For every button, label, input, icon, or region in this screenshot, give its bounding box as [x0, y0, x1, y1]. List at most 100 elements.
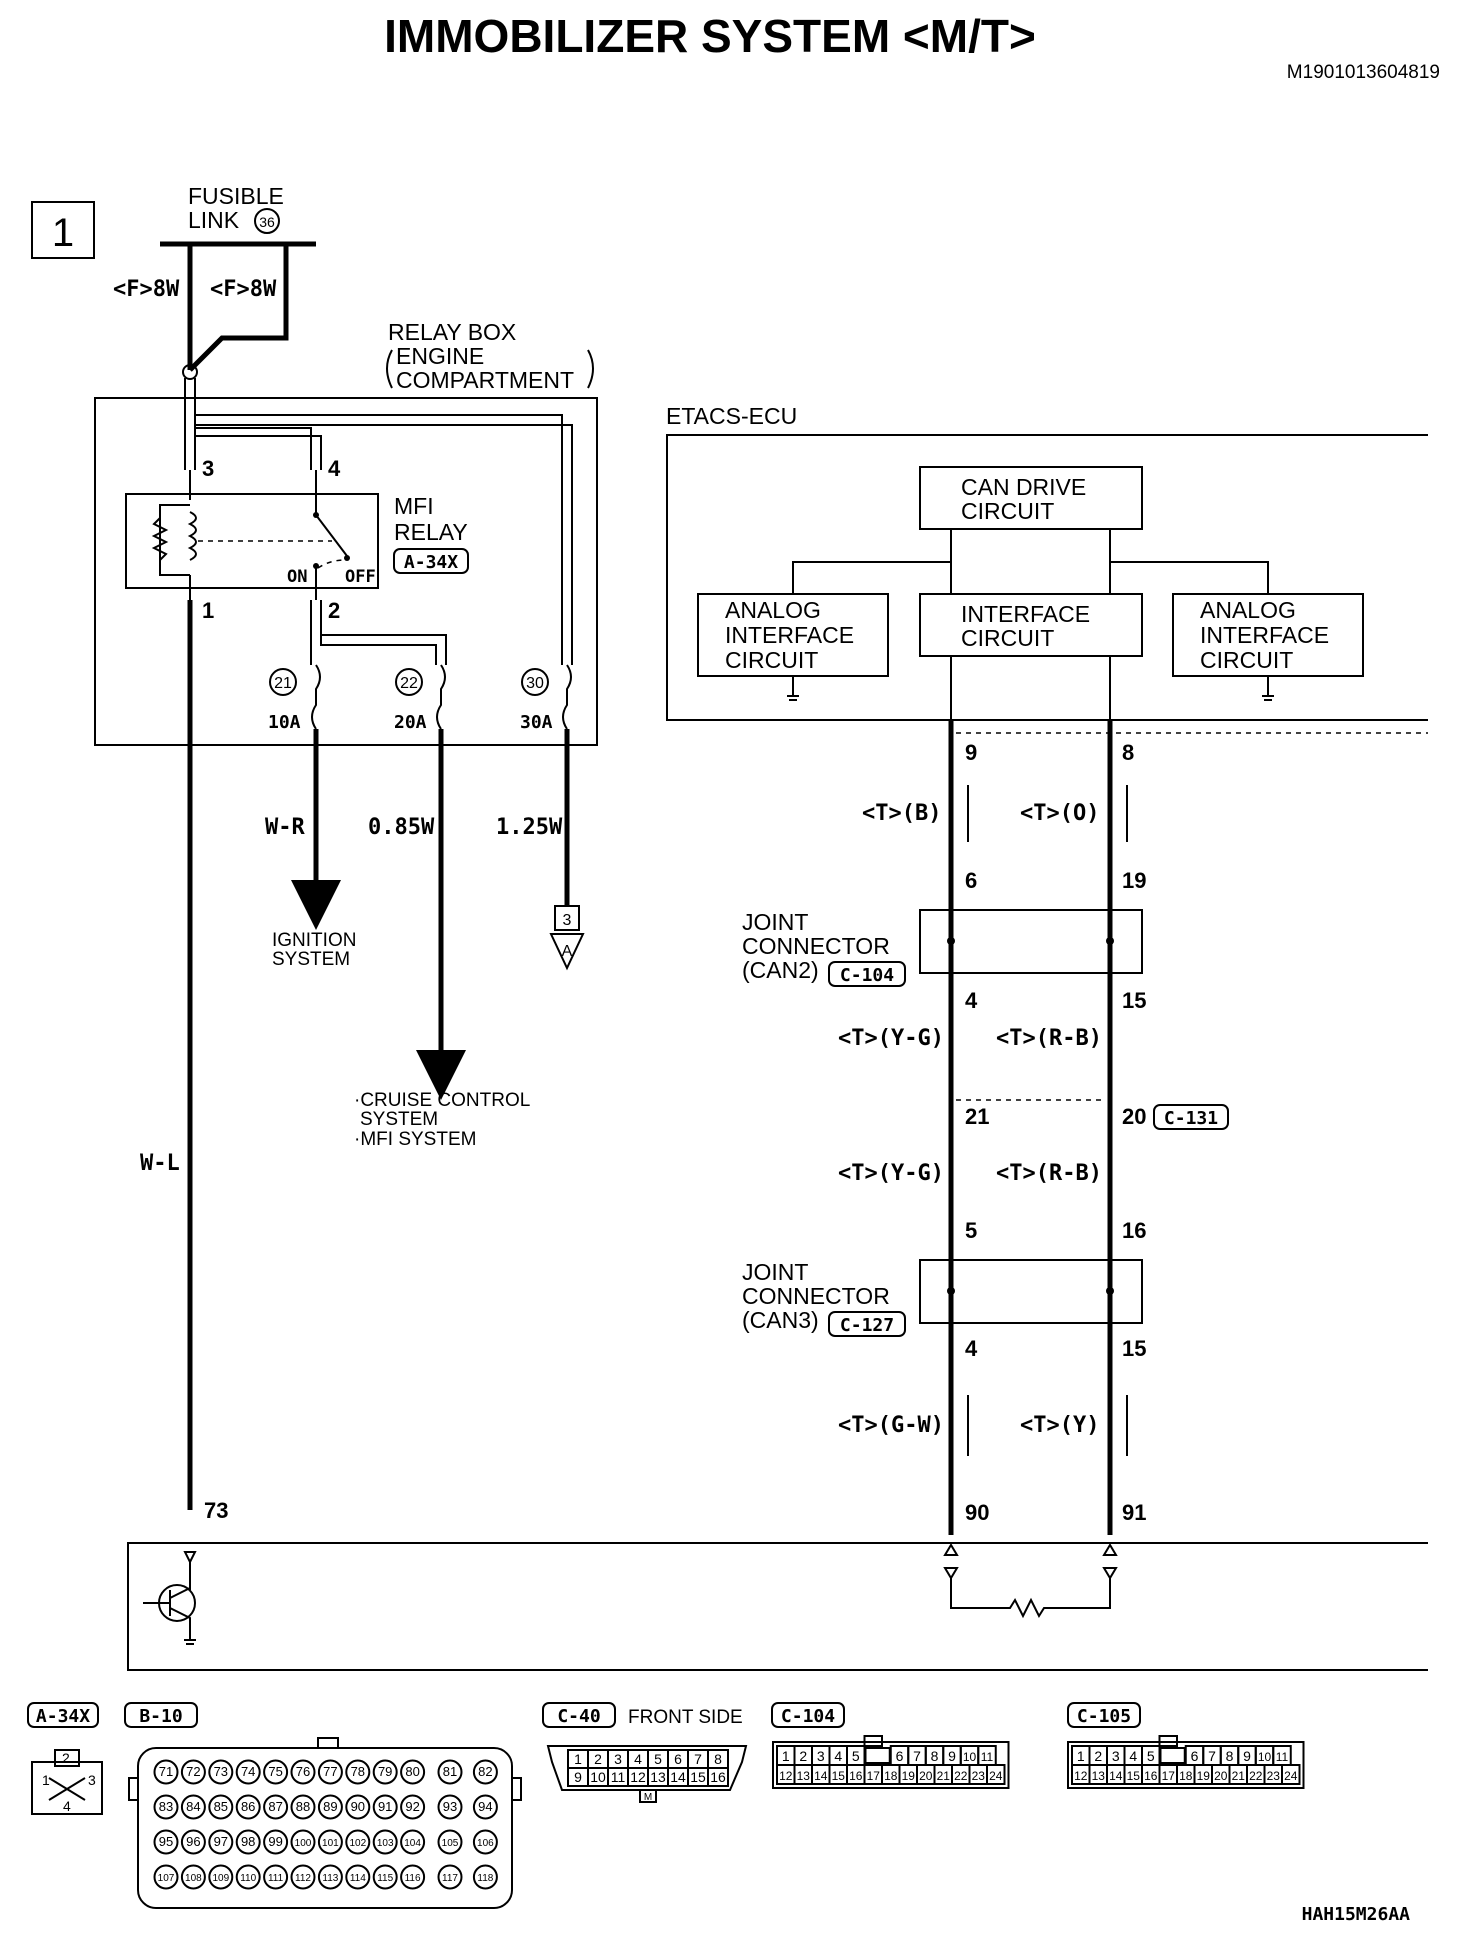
ground-left	[787, 676, 799, 701]
transistor-ground	[184, 1639, 196, 1645]
jc3-node-l	[947, 1287, 955, 1295]
b10-pin-circle	[208, 1829, 234, 1855]
b10-pin-label: 79	[378, 1764, 392, 1779]
relay-pin-1: 1	[202, 598, 214, 623]
b10-pin-label: 98	[241, 1834, 255, 1849]
b10-pin-label: 108	[185, 1873, 202, 1884]
fuse-30-circle	[521, 668, 549, 696]
c105-pins-pin-label: 9	[1243, 1748, 1251, 1764]
fusible-link-number: 36	[259, 214, 275, 230]
relay-switch-arm	[315, 514, 348, 557]
b10-pin-label: 101	[322, 1838, 339, 1849]
b10-pin-label: 91	[378, 1799, 392, 1814]
c104-name-box	[771, 1702, 845, 1728]
c104-pins-pin-label: 22	[954, 1769, 968, 1783]
document-id: M1901013604819	[1287, 62, 1440, 83]
jc2-label-2: CONNECTOR	[742, 933, 890, 959]
c104-pins-pin-label: 1	[782, 1748, 790, 1764]
can-pin-9: 9	[965, 740, 977, 765]
ecu-pin-73: 73	[204, 1498, 228, 1523]
etacs-label: ETACS-ECU	[666, 403, 797, 429]
c40-pin-label: 3	[614, 1751, 622, 1767]
c105-pins-pin-label: 17	[1162, 1769, 1176, 1783]
c105-pins-pin-label: 13	[1092, 1769, 1106, 1783]
paren-right	[587, 349, 594, 389]
b10-pin-circle	[153, 1864, 179, 1890]
b10-pin-circle	[235, 1759, 261, 1785]
b10-pin-label: 86	[241, 1799, 255, 1814]
a34x-cross-2	[48, 1777, 86, 1801]
can-wire-tb: <T>(B)	[862, 801, 941, 826]
b10-pin-label: 113	[322, 1873, 338, 1884]
c104-pins-pin-label: 13	[797, 1769, 811, 1783]
bus-pin4-b	[195, 435, 322, 470]
c40-pin-label: 2	[594, 1751, 602, 1767]
pin73-marker	[183, 1551, 197, 1565]
b10-pin-circle	[180, 1759, 206, 1785]
analog-right-label-2: INTERFACE	[1200, 622, 1329, 648]
b10-pin-label: 75	[268, 1764, 282, 1779]
b10-pin-circle	[372, 1794, 398, 1820]
can-pin-4b: 4	[965, 1336, 978, 1361]
joint-connector-can2-box	[919, 909, 1143, 974]
b10-pin-circle	[290, 1759, 316, 1785]
c104-pins-pin-label: 9	[948, 1748, 956, 1764]
pin90-markers	[943, 1543, 959, 1580]
splice-node	[182, 364, 198, 380]
c104-pins-pin-label: 10	[963, 1750, 977, 1764]
relay-resistor	[151, 517, 169, 561]
c40-name-box	[542, 1702, 616, 1728]
b10-pin-circle	[372, 1759, 398, 1785]
b10-pin-circle	[317, 1794, 343, 1820]
can-wire-to: <T>(O)	[1020, 801, 1099, 826]
analog-left-label-2: INTERFACE	[725, 622, 854, 648]
b10-latch-left	[128, 1777, 139, 1801]
wire-pin2-fuse22-b	[321, 634, 447, 665]
c131-connector: C-131	[1164, 1108, 1218, 1129]
c40-pin-label: 11	[611, 1769, 626, 1785]
b10-key	[317, 1737, 339, 1749]
c105-pins-pin-label: 6	[1191, 1748, 1199, 1764]
can-pin-90: 90	[965, 1500, 989, 1525]
b10-pin-circle	[263, 1829, 289, 1855]
can-to-analog-r	[1110, 561, 1269, 594]
c105-pins-pin-label: 4	[1129, 1748, 1137, 1764]
b10-pin-circle	[317, 1864, 343, 1890]
b10-latch-right	[511, 1777, 522, 1801]
c40-side-label: FRONT SIDE	[628, 1707, 743, 1728]
b10-pin-circle	[400, 1759, 426, 1785]
jc2-node-l	[947, 937, 955, 945]
c104-pins-pin-label: 15	[832, 1769, 846, 1783]
can-wire-y: <T>(Y)	[1020, 1413, 1099, 1438]
ignition-label-1: IGNITION	[272, 930, 356, 951]
c104-pins-blank-cell	[864, 1747, 891, 1764]
b10-pin-label: 90	[351, 1799, 365, 1814]
c104-pins-pin-label: 11	[981, 1750, 994, 1764]
b10-pin-circle	[472, 1759, 498, 1785]
a34x-name-box	[27, 1702, 99, 1728]
c40-pin-label: 7	[694, 1751, 702, 1767]
fuse-30-rating: 30A	[520, 712, 553, 733]
b10-pin-label: 76	[296, 1764, 310, 1779]
b10-pin-label: 84	[186, 1799, 200, 1814]
fusible-link-label-1: FUSIBLE	[188, 183, 284, 209]
c105-pins-outline	[1067, 1741, 1305, 1789]
b10-pin-label: 106	[477, 1838, 494, 1849]
can-pin-20: 20	[1122, 1104, 1146, 1129]
c40-outline	[546, 1745, 748, 1791]
b10-pin-circle	[437, 1829, 463, 1855]
b10-pin-label: 96	[186, 1834, 200, 1849]
b10-pin-circle	[437, 1794, 463, 1820]
analog-left-label-1: ANALOG	[725, 597, 821, 623]
b10-pin-circle	[345, 1864, 371, 1890]
a34x-name: A-34X	[36, 1706, 90, 1727]
interface-label-2: CIRCUIT	[961, 625, 1054, 651]
interface-label-1: INTERFACE	[961, 601, 1090, 627]
b10-pin-label: 112	[295, 1873, 311, 1884]
b10-pin-label: 104	[404, 1838, 421, 1849]
b10-pin-label: 72	[186, 1764, 200, 1779]
can-pin-91: 91	[1122, 1500, 1146, 1525]
b10-pin-circle	[345, 1759, 371, 1785]
b10-pin-label: 93	[443, 1799, 457, 1814]
